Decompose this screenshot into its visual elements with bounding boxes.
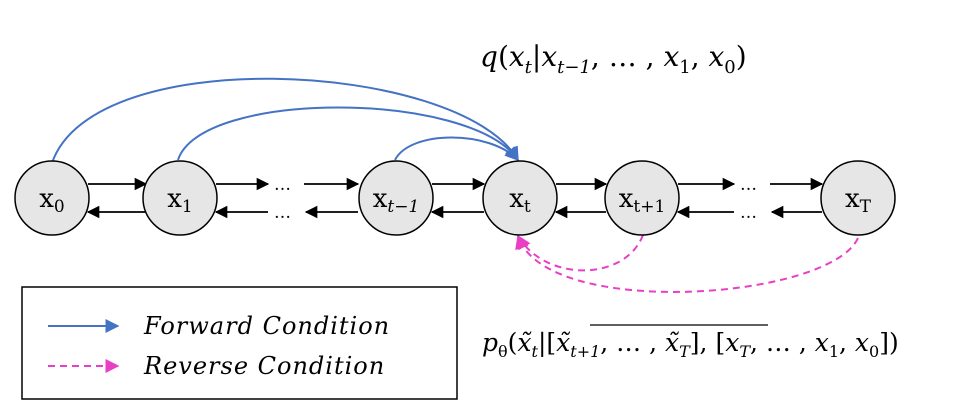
node-xtm1: xt−1 (358, 160, 434, 236)
ellipsis-forward-2: … (740, 175, 757, 195)
reverse-arc-xT-xt (515, 234, 859, 293)
node-x1: x1 (142, 160, 218, 236)
legend-box (21, 286, 458, 400)
reverse-arc-xtp1-xt (517, 234, 644, 272)
forward-formula: q(xt|xt−1, … , x1, x0) (480, 40, 747, 78)
forward-arc-xtm1-xt (394, 136, 519, 162)
node-x0: x0 (14, 160, 90, 236)
node-x1-label: x1 (167, 184, 193, 217)
ellipsis-forward-1: … (274, 175, 291, 195)
node-xtm1-label: xt−1 (373, 184, 420, 217)
node-x0-label: x0 (39, 184, 65, 217)
node-xT: xT (820, 160, 896, 236)
node-xT-label: xT (845, 184, 872, 217)
reverse-formula: pθ(x̃t|[x̃t+1, … , x̃T], [xT, … , x1, x0… (482, 328, 899, 361)
node-xt: xt (482, 160, 558, 236)
legend: Forward Condition Reverse Condition (21, 286, 458, 400)
legend-forward-label: Forward Condition (143, 312, 390, 340)
ellipsis-reverse-2: … (740, 203, 757, 223)
ellipsis-reverse-1: … (274, 203, 291, 223)
node-xtp1: xt+1 (604, 160, 680, 236)
forward-arc-x0-xt (49, 77, 519, 171)
legend-reverse-label: Reverse Condition (143, 352, 385, 380)
node-xt-label: xt (509, 184, 531, 217)
forward-arc-x1-xt (177, 106, 519, 162)
node-xtp1-label: xt+1 (619, 184, 666, 217)
